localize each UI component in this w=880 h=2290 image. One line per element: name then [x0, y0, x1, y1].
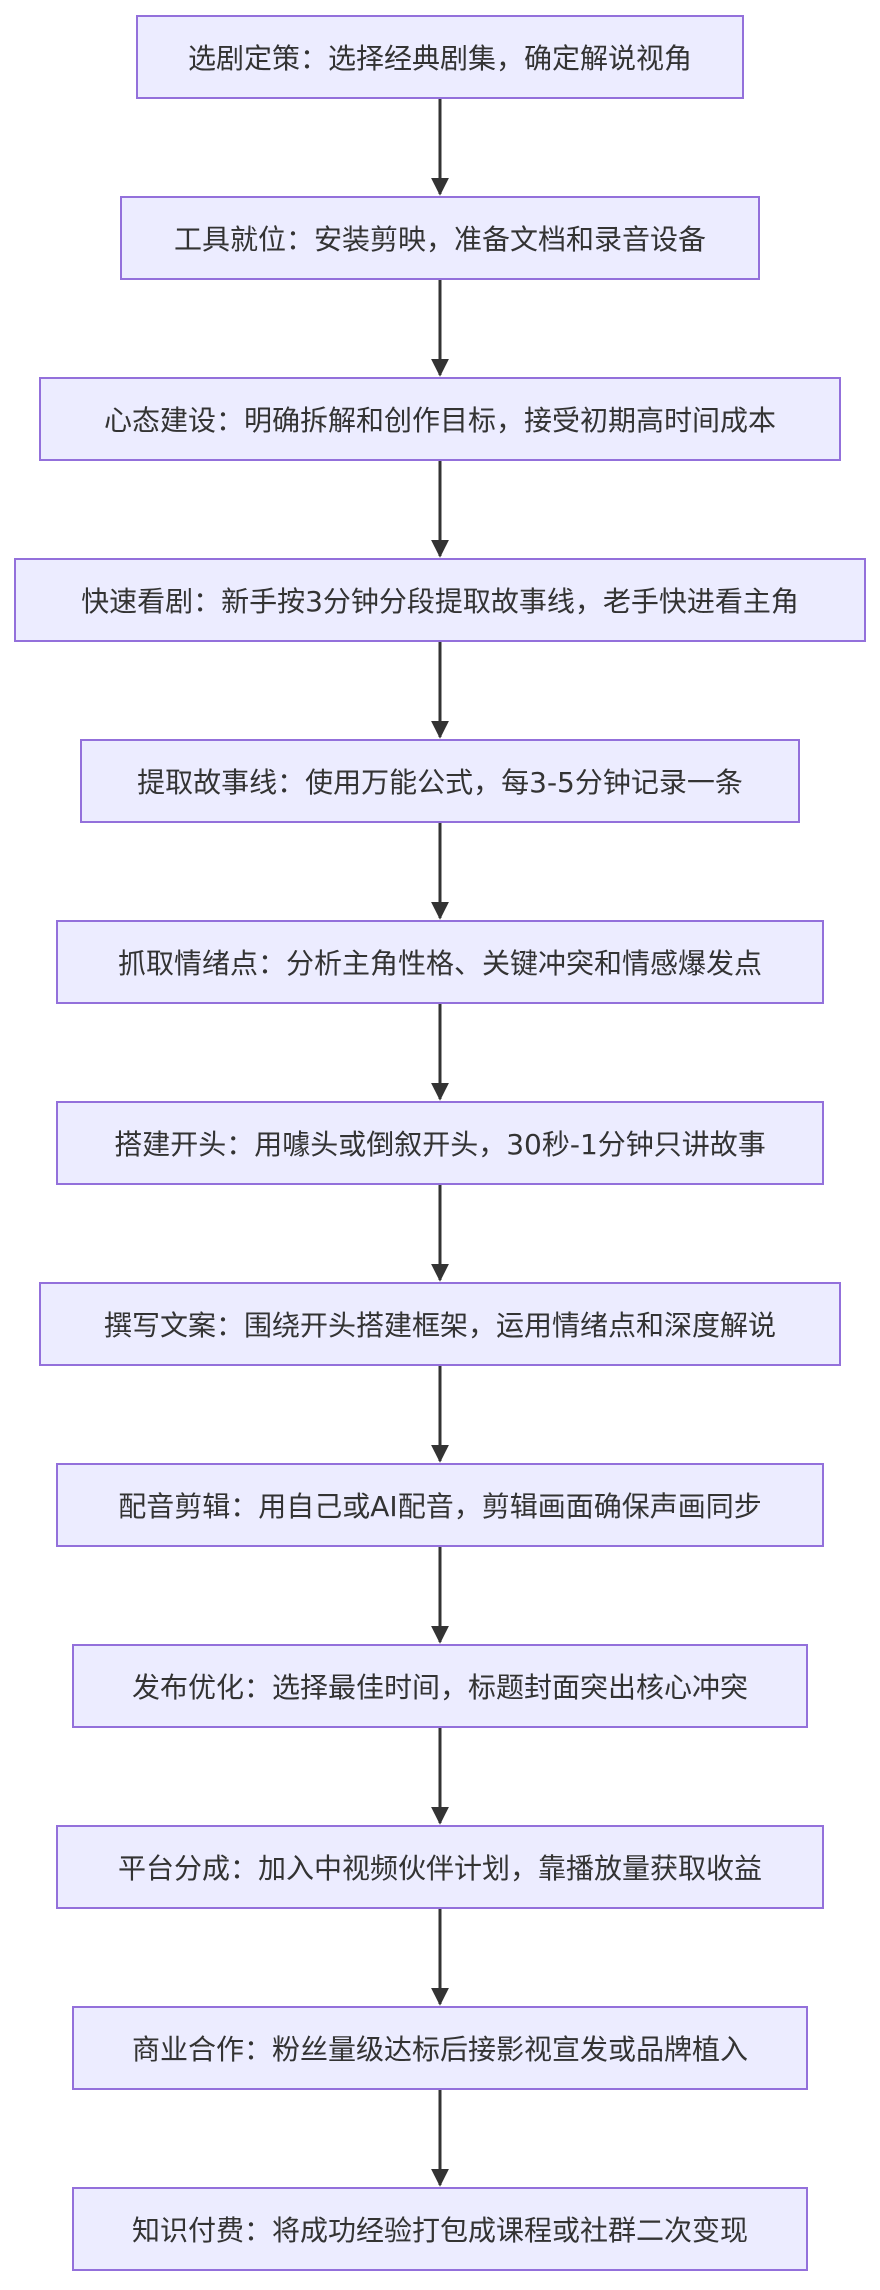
- node-tools-ready-label: 工具就位：安装剪映，准备文档和录音设备: [173, 223, 706, 256]
- node-build-opening-label: 搭建开头：用噱头或倒叙开头，30秒-1分钟只讲故事: [114, 1128, 766, 1161]
- node-business-cooperation-label: 商业合作：粉丝量级达标后接影视宣发或品牌植入: [131, 2033, 748, 2066]
- node-tools-ready: 工具就位：安装剪映，准备文档和录音设备: [120, 196, 760, 280]
- node-knowledge-paid: 知识付费：将成功经验打包成课程或社群二次变现: [72, 2187, 808, 2271]
- node-extract-storyline: 提取故事线：使用万能公式，每3-5分钟记录一条: [80, 739, 800, 823]
- node-emotion-points: 抓取情绪点：分析主角性格、关键冲突和情感爆发点: [56, 920, 824, 1004]
- node-knowledge-paid-label: 知识付费：将成功经验打包成课程或社群二次变现: [131, 2214, 748, 2247]
- node-business-cooperation: 商业合作：粉丝量级达标后接影视宣发或品牌植入: [72, 2006, 808, 2090]
- node-publish-optimize-label: 发布优化：选择最佳时间，标题封面突出核心冲突: [131, 1671, 748, 1704]
- node-write-script-label: 撰写文案：围绕开头搭建框架，运用情绪点和深度解说: [103, 1309, 776, 1342]
- node-select-drama: 选剧定策：选择经典剧集，确定解说视角: [136, 15, 744, 99]
- node-mindset-label: 心态建设：明确拆解和创作目标，接受初期高时间成本: [103, 404, 776, 437]
- node-emotion-points-label: 抓取情绪点：分析主角性格、关键冲突和情感爆发点: [117, 947, 762, 980]
- node-platform-revenue-label: 平台分成：加入中视频伙伴计划，靠播放量获取收益: [117, 1852, 762, 1885]
- node-build-opening: 搭建开头：用噱头或倒叙开头，30秒-1分钟只讲故事: [56, 1101, 824, 1185]
- node-mindset: 心态建设：明确拆解和创作目标，接受初期高时间成本: [39, 377, 841, 461]
- node-dub-edit: 配音剪辑：用自己或AI配音，剪辑画面确保声画同步: [56, 1463, 824, 1547]
- node-dub-edit-label: 配音剪辑：用自己或AI配音，剪辑画面确保声画同步: [118, 1490, 762, 1523]
- node-select-drama-label: 选剧定策：选择经典剧集，确定解说视角: [187, 42, 692, 75]
- node-platform-revenue: 平台分成：加入中视频伙伴计划，靠播放量获取收益: [56, 1825, 824, 1909]
- node-watch-fast: 快速看剧：新手按3分钟分段提取故事线，老手快进看主角: [14, 558, 866, 642]
- node-publish-optimize: 发布优化：选择最佳时间，标题封面突出核心冲突: [72, 1644, 808, 1728]
- node-extract-storyline-label: 提取故事线：使用万能公式，每3-5分钟记录一条: [137, 766, 743, 799]
- node-write-script: 撰写文案：围绕开头搭建框架，运用情绪点和深度解说: [39, 1282, 841, 1366]
- node-watch-fast-label: 快速看剧：新手按3分钟分段提取故事线，老手快进看主角: [81, 585, 799, 618]
